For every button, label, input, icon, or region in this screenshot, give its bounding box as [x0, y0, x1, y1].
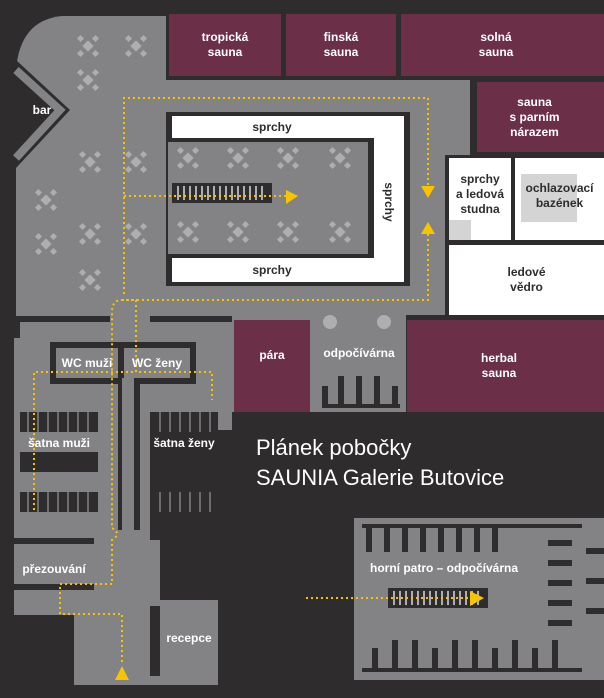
- showers-right-label: sprchy: [382, 182, 397, 222]
- cooling-pool-label: ochlazovací bazének: [525, 181, 594, 210]
- bar-label: bar: [32, 102, 52, 117]
- showers-bottom-strip: [172, 258, 404, 282]
- tropical-sauna-room: [169, 14, 281, 76]
- steam-blast-sauna-label: sauna s parním nárazem: [509, 94, 560, 139]
- route-path: [33, 97, 470, 662]
- map-title-line2: SAUNIA Galerie Butovice: [256, 465, 505, 490]
- wc-men-label: WC muži: [61, 355, 113, 370]
- salt-sauna-label: solná sauna: [478, 30, 514, 59]
- steam-room-label: pára: [259, 347, 285, 362]
- finnish-sauna-room: [286, 14, 396, 76]
- showers-top-label: sprchy: [252, 119, 292, 134]
- tropical-sauna-label: tropická sauna: [201, 30, 249, 59]
- locker-women-label: šatna ženy: [153, 435, 215, 450]
- herbal-sauna-room: [407, 320, 604, 412]
- ice-bucket-room: [449, 245, 604, 315]
- showers-bottom-label: sprchy: [252, 262, 292, 277]
- showers-right-strip: [374, 116, 404, 282]
- stairs-lower-floor: [171, 182, 273, 204]
- upper-floor-relax-label: horní patro – odpočívárna: [369, 560, 519, 575]
- relax-room-label: odpočívárna: [323, 345, 395, 360]
- route-arrows: [115, 186, 484, 680]
- steam-room: [234, 320, 310, 412]
- finnish-sauna-label: finská sauna: [323, 30, 359, 59]
- showers-ice-well-label: sprchy a ledová studna: [455, 171, 505, 216]
- locker-benches-women: [150, 412, 218, 512]
- salt-sauna-room: [401, 14, 604, 76]
- reception-label: recepce: [166, 630, 212, 645]
- locker-men-label: šatna muži: [27, 435, 90, 450]
- wc-women-label: WC ženy: [131, 355, 182, 370]
- north-west-corner: [16, 16, 62, 320]
- map-title-line1: Plánek pobočky: [256, 435, 412, 460]
- locker-benches-men: [20, 412, 98, 512]
- steam-blast-sauna-room: [477, 82, 604, 152]
- herbal-sauna-label: herbal sauna: [480, 351, 517, 380]
- shoe-change-label: přezouvání: [22, 561, 86, 576]
- showers-top-strip: [172, 116, 404, 138]
- relax-room-loungers: [322, 376, 400, 408]
- relax-room-plants: [323, 315, 391, 329]
- ice-bucket-label: ledové vědro: [507, 265, 546, 294]
- map-title: Plánek pobočky SAUNIA Galerie Butovice: [256, 433, 504, 493]
